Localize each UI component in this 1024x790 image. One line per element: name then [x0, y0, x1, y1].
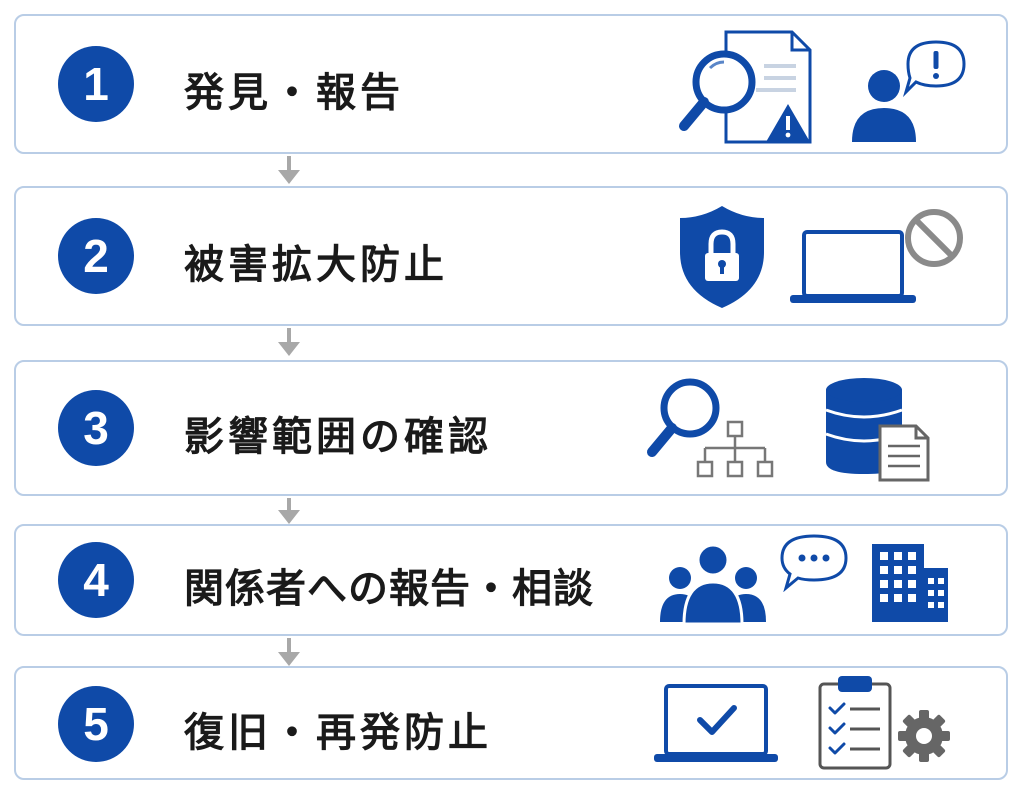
gear-icon — [898, 710, 950, 762]
step-number-badge: 3 — [58, 390, 134, 466]
step-title: 発見・報告 — [184, 70, 404, 116]
step-title: 復旧・再発防止 — [184, 710, 492, 756]
chat-bubble-icon — [780, 534, 848, 592]
group-people-icon — [660, 543, 766, 624]
flow-arrow — [278, 638, 300, 666]
office-building-icon — [872, 544, 948, 622]
flow-arrow — [278, 498, 300, 524]
step-title: 影響範囲の確認 — [184, 414, 492, 460]
flow-arrow — [278, 156, 300, 184]
clipboard-checklist-icon — [818, 676, 892, 770]
person-alert-speech-icon — [852, 40, 966, 142]
step-number-badge: 4 — [58, 542, 134, 618]
step-1: 1 発見・報告 — [14, 14, 1008, 154]
step-title: 被害拡大防止 — [184, 242, 448, 288]
laptop-blocked-icon — [790, 209, 963, 303]
magnifier-document-warning-icon — [679, 30, 812, 144]
step-number-badge: 2 — [58, 218, 134, 294]
laptop-check-icon — [654, 684, 778, 762]
shield-lock-icon — [680, 206, 764, 308]
step-number-badge: 1 — [58, 46, 134, 122]
step-4: 4 関係者への報告・相談 — [14, 524, 1008, 636]
step-2: 2 被害拡大防止 — [14, 186, 1008, 326]
step-5: 5 復旧・再発防止 — [14, 666, 1008, 780]
database-document-icon — [825, 378, 930, 482]
step-3: 3 影響範囲の確認 — [14, 360, 1008, 496]
flow-arrow — [278, 328, 300, 356]
step-title: 関係者への報告・相談 — [184, 566, 594, 612]
magnifier-network-icon — [647, 378, 774, 478]
step-number-badge: 5 — [58, 686, 134, 762]
